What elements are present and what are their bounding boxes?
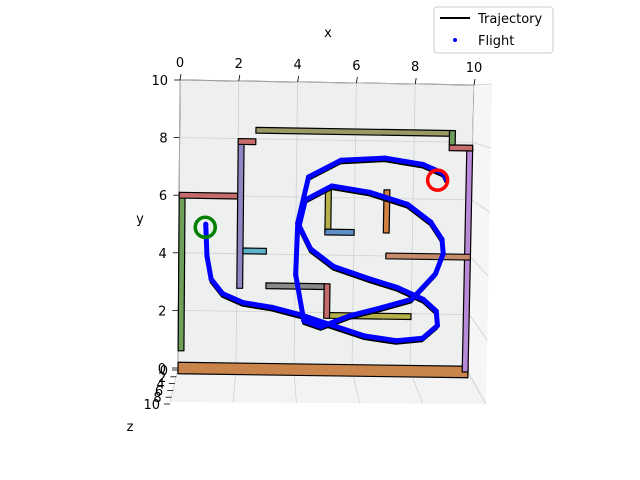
start-marker [193,215,218,240]
flight-point [302,197,308,203]
side-grid-line [468,314,488,341]
flight-point [428,219,434,225]
flight-point [347,313,353,319]
y-tick-label: 0 [158,362,166,377]
y-tick-label: 2 [158,304,166,319]
obstacle-block [324,188,332,233]
flight-point [420,335,426,341]
flight-point [420,296,426,303]
obstacle-block [323,283,331,319]
x-tick-mark [356,76,358,84]
x-tick-mark [414,77,417,85]
flight-point [301,318,307,324]
obstacle-block [178,191,239,200]
x-tick-mark [473,78,476,86]
z-axis-label: z [127,420,134,435]
y-grid-line [179,137,473,143]
flight-point [293,271,299,278]
flight-point [204,253,210,259]
obstacle-block [237,137,257,146]
x-tick-mark [297,75,299,83]
flight-point [307,246,314,252]
z-tick-label: 8 [153,391,161,406]
flight-point [269,304,275,310]
obstacle-block [177,194,186,352]
x-tick-label: 0 [176,56,184,71]
flight-point [394,284,400,291]
legend-flight-label: Flight [478,34,514,49]
flight-point [208,276,214,282]
flight-point [331,263,337,270]
obstacle-block [242,247,267,255]
flight-point [432,271,439,277]
flight-point [382,155,388,161]
flight-point [367,189,373,195]
x-tick-mark [238,74,241,82]
floor-grid-line [169,367,179,403]
flight-point [393,338,400,344]
flight-point [433,308,439,314]
flight-point [318,324,324,330]
flight-point [203,221,209,227]
side-grid-line [473,83,493,86]
y-axis-label: y [136,212,144,227]
obstacle-block [385,252,472,261]
side-pane [468,84,492,404]
legend-flight-swatch [453,38,457,42]
obstacle-block [448,144,474,152]
legend: Trajectory Flight [433,6,554,54]
y-tick-label: 6 [159,189,167,204]
obstacle-block [448,129,457,146]
side-grid-line [470,256,489,277]
flight-point [298,312,304,318]
z-tick-label: 6 [155,384,163,399]
flight-point [295,220,301,226]
side-grid-line [471,199,490,213]
goal-marker [425,168,450,192]
x-tick-label: 2 [235,57,243,72]
y-tick-label: 10 [151,74,168,89]
flight-point [379,304,386,311]
x-tick-label: 8 [411,60,419,75]
markers [193,168,450,240]
side-grid-line [472,142,491,149]
flight-point [405,201,411,208]
x-tick-label: 4 [293,58,301,73]
x-tick-mark [179,73,182,81]
side-grid-line [467,371,487,405]
flight-point [362,333,368,339]
flight-point [329,183,335,189]
flight-point [440,251,446,257]
x-axis-label: x [324,26,332,41]
flight-path [203,155,449,344]
flight-point [439,236,445,243]
y-tick-label: 8 [159,132,167,147]
z-tick-label: 2 [158,371,166,386]
x-tick-label: 10 [466,61,483,76]
flight-point [409,296,415,302]
z-tick-label: 0 [160,364,168,379]
y-tick-label: 4 [159,247,167,262]
flight-point [434,322,441,329]
legend-trajectory-label: Trajectory [477,12,542,27]
flight-point [338,157,344,163]
obstacle-block [236,140,245,289]
y-grid-line [179,79,475,86]
z-tick-label: 4 [157,378,165,393]
flight-point [330,322,336,329]
obstacles [177,126,474,379]
z-tick-label: 10 [143,398,160,413]
flight-point [240,299,246,306]
x-tick-label: 6 [352,59,360,74]
flight-point [365,275,372,282]
flight-point [420,161,426,168]
obstacle-block [324,228,355,236]
flight-point [220,291,226,297]
flight-point [305,174,312,180]
